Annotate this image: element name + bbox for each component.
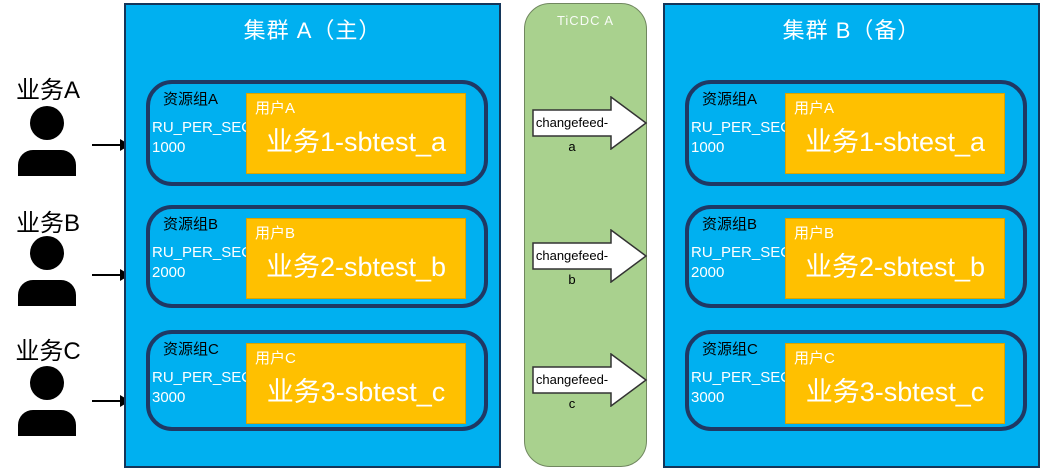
- workload-box: 用户A 业务1-sbtest_a: [246, 93, 466, 174]
- cluster-b-title: 集群 B（备）: [782, 18, 921, 43]
- changefeed-label: changefeed-a: [535, 115, 609, 154]
- block-arrow-icon: [532, 352, 648, 408]
- resource-group-c: 资源组C RU_PER_SEC= 3000 用户C 业务3-sbtest_c: [146, 330, 488, 431]
- cluster-a: 集群 A（主） 资源组A RU_PER_SEC= 1000 用户A 业务1-sb…: [124, 3, 501, 468]
- resource-group-a: 资源组A RU_PER_SEC= 1000 用户A 业务1-sbtest_a: [685, 80, 1027, 186]
- changefeed-arrow-b: changefeed-b: [532, 228, 648, 287]
- ru-per-sec-setting: RU_PER_SEC= 1000: [691, 118, 800, 158]
- ru-value: 1000: [152, 139, 186, 156]
- workload-box: 用户B 业务2-sbtest_b: [246, 218, 466, 299]
- cluster-b: 集群 B（备） 资源组A RU_PER_SEC= 1000 用户A 业务1-sb…: [663, 3, 1040, 468]
- person-icon: [18, 106, 76, 176]
- ru-label: RU_PER_SEC=: [152, 369, 261, 386]
- ru-per-sec-setting: RU_PER_SEC= 2000: [152, 243, 261, 283]
- ru-label: RU_PER_SEC=: [152, 244, 261, 261]
- ticdc-column: TiCDC A changefeed-a changefeed-b change…: [524, 3, 648, 467]
- resource-group-name: 资源组A: [702, 91, 758, 108]
- workload-name: 业务1-sbtest_a: [804, 127, 986, 157]
- block-arrow-icon: [532, 95, 648, 151]
- ru-value: 2000: [152, 264, 186, 281]
- person-icon: [18, 366, 76, 436]
- resource-group-name: 资源组A: [163, 91, 219, 108]
- resource-group-name: 资源组C: [702, 341, 758, 358]
- ru-per-sec-setting: RU_PER_SEC= 2000: [691, 243, 800, 283]
- ru-value: 3000: [152, 389, 186, 406]
- ru-value: 1000: [691, 139, 725, 156]
- workload-box: 用户C 业务3-sbtest_c: [785, 343, 1005, 424]
- ru-label: RU_PER_SEC=: [691, 369, 800, 386]
- workload-box: 用户C 业务3-sbtest_c: [246, 343, 466, 424]
- workload-name: 业务3-sbtest_c: [805, 377, 985, 407]
- resource-group-name: 资源组C: [163, 341, 219, 358]
- user-label: 用户C: [255, 350, 296, 367]
- workload-box: 用户B 业务2-sbtest_b: [785, 218, 1005, 299]
- user-label: 用户A: [794, 100, 835, 117]
- user-label: 用户B: [794, 225, 835, 242]
- ru-per-sec-setting: RU_PER_SEC= 3000: [691, 368, 800, 408]
- resource-group-name: 资源组B: [702, 216, 758, 233]
- ru-value: 2000: [691, 264, 725, 281]
- ru-label: RU_PER_SEC=: [691, 119, 800, 136]
- changefeed-arrow-c: changefeed-c: [532, 352, 648, 411]
- cluster-a-title: 集群 A（主）: [243, 18, 382, 43]
- resource-group-b: 资源组B RU_PER_SEC= 2000 用户B 业务2-sbtest_b: [146, 205, 488, 308]
- user-label: 用户C: [794, 350, 835, 367]
- actor-label-business-b: 业务B: [15, 210, 80, 237]
- resource-group-c: 资源组C RU_PER_SEC= 3000 用户C 业务3-sbtest_c: [685, 330, 1027, 431]
- resource-group-a: 资源组A RU_PER_SEC= 1000 用户A 业务1-sbtest_a: [146, 80, 488, 186]
- resource-group-name: 资源组B: [163, 216, 219, 233]
- changefeed-label: changefeed-b: [535, 248, 609, 287]
- workload-name: 业务3-sbtest_c: [266, 377, 446, 407]
- block-arrow-icon: [532, 228, 648, 284]
- ru-label: RU_PER_SEC=: [152, 119, 261, 136]
- workload-name: 业务2-sbtest_b: [265, 252, 447, 282]
- person-icon: [18, 236, 76, 306]
- ru-label: RU_PER_SEC=: [691, 244, 800, 261]
- workload-name: 业务1-sbtest_a: [265, 127, 447, 157]
- resource-group-b: 资源组B RU_PER_SEC= 2000 用户B 业务2-sbtest_b: [685, 205, 1027, 308]
- ticdc-title: TiCDC A: [556, 13, 615, 28]
- actor-label-business-c: 业务C: [15, 338, 81, 365]
- workload-box: 用户A 业务1-sbtest_a: [785, 93, 1005, 174]
- workload-name: 业务2-sbtest_b: [804, 252, 986, 282]
- actor-label-business-a: 业务A: [15, 77, 80, 104]
- changefeed-arrow-a: changefeed-a: [532, 95, 648, 154]
- ru-per-sec-setting: RU_PER_SEC= 3000: [152, 368, 261, 408]
- changefeed-label: changefeed-c: [535, 372, 609, 411]
- ru-value: 3000: [691, 389, 725, 406]
- ru-per-sec-setting: RU_PER_SEC= 1000: [152, 118, 261, 158]
- user-label: 用户B: [255, 225, 296, 242]
- user-label: 用户A: [255, 100, 296, 117]
